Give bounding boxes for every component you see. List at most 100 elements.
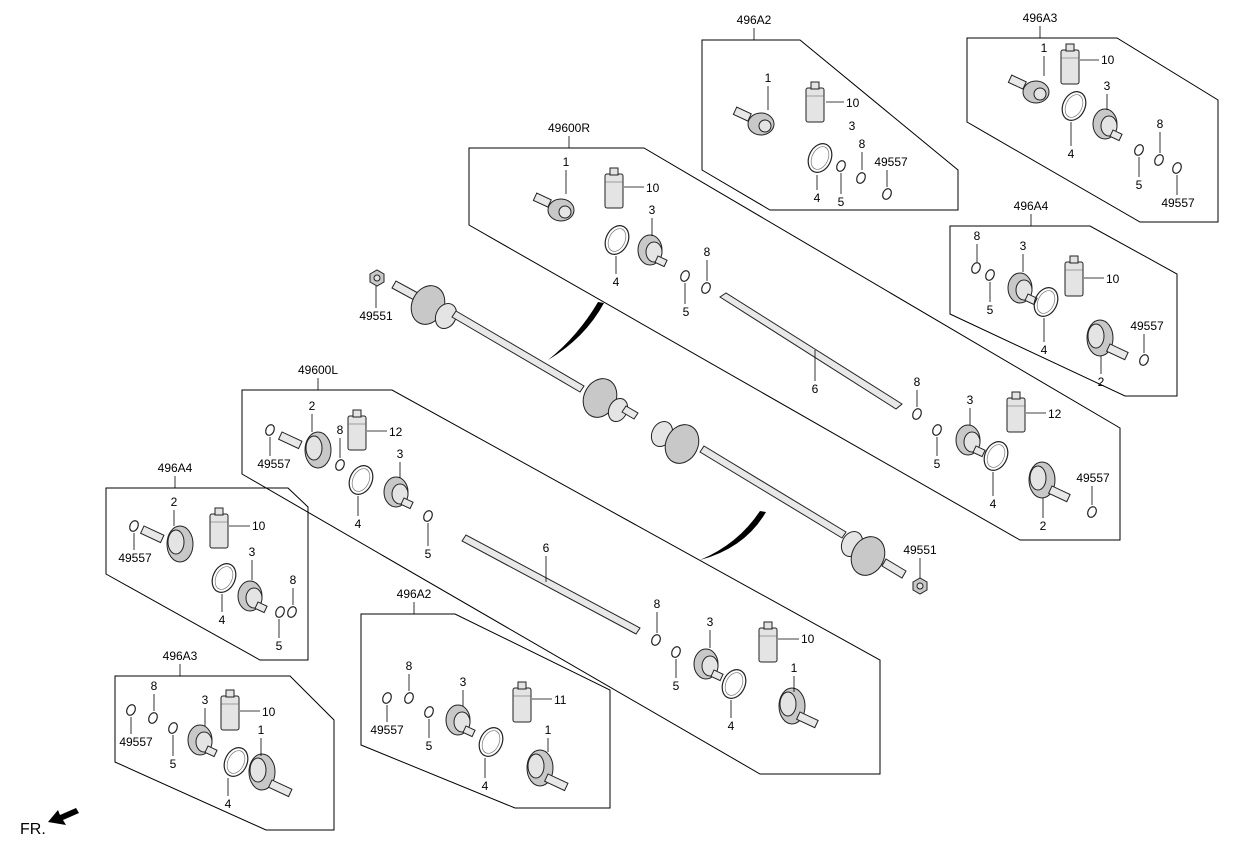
group-outline-top-a2 xyxy=(701,39,959,211)
clamp-ring-part xyxy=(146,710,160,726)
part-label: 10 xyxy=(646,181,660,195)
part-label: 8 xyxy=(290,573,297,587)
part-label: 8 xyxy=(1157,117,1164,131)
group-title-left-a4: 496A4 xyxy=(158,461,193,475)
part-label: 49557 xyxy=(1076,471,1110,485)
grease-bottle-part xyxy=(1064,255,1084,297)
clamp-ring-part xyxy=(333,457,347,473)
clamp-ring-part xyxy=(930,422,944,438)
boot-band-part xyxy=(219,743,253,781)
part-label: 1 xyxy=(545,723,552,737)
snap-ring-part xyxy=(1137,352,1151,368)
part-label: 2 xyxy=(309,399,316,413)
part-label: 49557 xyxy=(1161,196,1195,210)
part-label: 3 xyxy=(202,693,209,707)
cv-boot-part xyxy=(637,234,668,268)
front-arrow-icon xyxy=(48,808,79,825)
part-label: 4 xyxy=(219,613,226,627)
clamp-ring-part xyxy=(669,644,683,660)
part-label: 49551 xyxy=(903,543,937,557)
part-label: 8 xyxy=(914,375,921,389)
intermediate-shaft-part xyxy=(461,534,641,635)
snap-ring-part xyxy=(1085,504,1099,520)
group-title-rh-shaft: 49600R xyxy=(548,121,590,135)
snap-ring-part xyxy=(124,702,138,718)
part-label: 10 xyxy=(252,519,266,533)
grease-bottle-part xyxy=(1006,391,1026,433)
group-outline-rh-shaft xyxy=(468,147,1121,541)
inner-joint-part xyxy=(304,431,332,469)
part-label: 49557 xyxy=(370,723,404,737)
part-label: 2 xyxy=(171,495,178,509)
snap-ring-part xyxy=(880,186,894,202)
group-title-left-a3: 496A3 xyxy=(163,649,198,663)
part-label: 49551 xyxy=(359,309,393,323)
grease-bottle-part xyxy=(758,621,778,663)
part-label: 10 xyxy=(846,96,860,110)
part-label: 5 xyxy=(426,739,433,753)
part-label: 49557 xyxy=(257,457,291,471)
group-title-right-a4: 496A4 xyxy=(1014,199,1049,213)
grease-bottle-part xyxy=(220,689,240,731)
assembly-arrow xyxy=(548,302,604,360)
part-label: 2 xyxy=(1098,375,1105,389)
cv-boot-part xyxy=(693,648,724,682)
clamp-ring-part xyxy=(166,720,180,736)
grease-bottle-part xyxy=(1060,43,1080,85)
part-label: 4 xyxy=(225,797,232,811)
part-label: 10 xyxy=(1101,53,1115,67)
lock-nut-part xyxy=(912,577,928,595)
part-label: 3 xyxy=(707,615,714,629)
cv-boot-part xyxy=(445,704,476,738)
group-title-top-a2: 496A2 xyxy=(737,13,772,27)
part-label: 5 xyxy=(425,547,432,561)
clamp-ring-part xyxy=(1152,152,1166,168)
clamp-ring-part xyxy=(1132,142,1146,158)
part-label: 6 xyxy=(543,541,550,555)
part-label: 8 xyxy=(654,597,661,611)
clamp-ring-part xyxy=(910,406,924,422)
grease-bottle-part xyxy=(209,507,229,549)
cv-boot-part xyxy=(1007,272,1038,306)
part-label: 4 xyxy=(814,191,821,205)
part-label: 4 xyxy=(355,517,362,531)
part-label: 1 xyxy=(765,71,772,85)
boot-band-part xyxy=(1029,283,1063,321)
cv-boot-part xyxy=(955,424,986,458)
boot-band-part xyxy=(717,665,751,703)
boot-band-part xyxy=(1057,87,1091,125)
cv-boot-part xyxy=(383,476,414,510)
clamp-ring-part xyxy=(422,704,436,720)
clamp-ring-part xyxy=(421,508,435,524)
part-label: 5 xyxy=(934,457,941,471)
part-label: 2 xyxy=(1040,519,1047,533)
part-label: 4 xyxy=(1041,343,1048,357)
part-label: 8 xyxy=(151,679,158,693)
part-label: 1 xyxy=(1041,41,1048,55)
part-label: 3 xyxy=(1104,79,1111,93)
part-label: 8 xyxy=(337,423,344,437)
part-label: 8 xyxy=(974,229,981,243)
part-label: 6 xyxy=(812,382,819,396)
clamp-ring-part xyxy=(854,170,868,186)
cv-boot-part xyxy=(1092,108,1123,142)
part-label: 10 xyxy=(262,705,276,719)
part-label: 10 xyxy=(1106,272,1120,286)
group-outline-left-a4 xyxy=(105,487,309,661)
part-label: 1 xyxy=(563,155,570,169)
grease-bottle-part xyxy=(805,81,825,123)
part-label: 4 xyxy=(613,275,620,289)
part-label: 3 xyxy=(397,447,404,461)
group-title-mid-a2: 496A2 xyxy=(397,587,432,601)
part-label: 10 xyxy=(801,632,815,646)
group-outline-left-a3 xyxy=(114,675,335,831)
grease-bottle-part xyxy=(512,681,532,723)
part-label: 4 xyxy=(1068,147,1075,161)
part-label: 11 xyxy=(554,693,567,707)
part-label: 49557 xyxy=(1130,319,1164,333)
part-label: 49557 xyxy=(119,735,153,749)
front-direction-label: FR. xyxy=(20,821,46,838)
part-label: 3 xyxy=(649,203,656,217)
clamp-ring-part xyxy=(678,268,692,284)
